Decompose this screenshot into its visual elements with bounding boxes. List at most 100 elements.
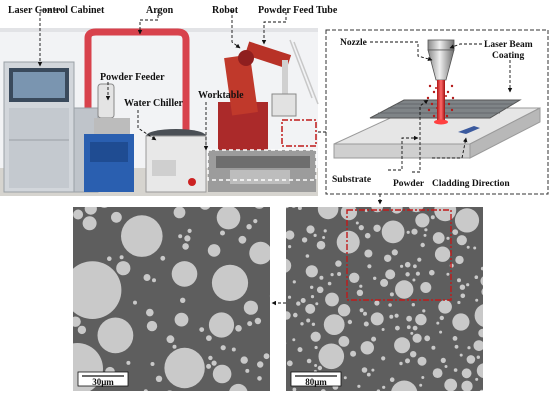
powder-particle [180, 297, 186, 303]
powder-particle [143, 274, 151, 281]
powder-particle [73, 209, 84, 220]
powder-particle [419, 383, 423, 387]
label-laser-beam: Laser Beam [484, 40, 533, 50]
powder-particle [364, 209, 368, 213]
powder-particle [245, 368, 250, 373]
powder-particle [474, 304, 483, 327]
powder-particle [323, 229, 327, 233]
powder-particle [292, 387, 297, 391]
powder-particle [478, 328, 483, 338]
powder-particle [432, 368, 443, 378]
powder-particle [101, 207, 108, 208]
powder-particle [263, 353, 270, 360]
powder-particle [415, 213, 430, 228]
powder-particle [357, 384, 361, 388]
powder-particle [415, 313, 427, 326]
powder-particle [454, 344, 459, 349]
powder-particle [311, 322, 316, 326]
powder-particle [82, 216, 97, 231]
powder-particle [439, 330, 443, 334]
powder-particle [121, 215, 163, 257]
powder-particle [374, 300, 380, 306]
powder-particle [459, 284, 466, 290]
powder-particle [399, 361, 403, 366]
powder-particle [116, 261, 131, 276]
powder-particle [454, 208, 480, 233]
powder-particle [470, 201, 473, 204]
argon-pipe [84, 28, 190, 140]
powder-particle [107, 256, 112, 262]
powder-particle [305, 265, 318, 278]
water-chiller [145, 129, 207, 193]
powder-particle [411, 303, 415, 307]
powder-particle [229, 383, 248, 391]
powder-particle [371, 336, 377, 342]
powder-particle [412, 325, 418, 331]
powder-particle [335, 260, 342, 267]
powder-particle [357, 201, 362, 206]
powder-particle [286, 360, 293, 367]
powder-particle [479, 389, 483, 391]
label-cladding-direction: Cladding Direction [432, 179, 510, 189]
powder-particle [389, 314, 394, 319]
powder-particle [119, 255, 124, 260]
powder-particle [338, 336, 350, 347]
powder-particle [355, 221, 359, 225]
powder-particle [460, 293, 466, 299]
powder-particle [453, 368, 458, 372]
powder-particle [406, 325, 411, 330]
label-robot: Robot [212, 5, 239, 16]
powder-particle [462, 207, 464, 208]
powder-particle [211, 360, 217, 366]
powder-particle [394, 313, 399, 318]
powder-particle [452, 336, 458, 341]
powder-particle [395, 280, 414, 299]
label-laser-control-cabinet: Laser Control Cabinet [8, 5, 105, 16]
powder-particle [417, 356, 427, 366]
powder-particle [373, 276, 377, 280]
powder-particle [330, 273, 334, 277]
powder-particle [318, 343, 345, 370]
powder-particle [405, 272, 410, 277]
powder-particle [291, 207, 296, 208]
powder-particle [167, 390, 173, 391]
powder-particle [327, 281, 332, 286]
powder-particle [317, 365, 323, 371]
powder-particle [296, 301, 301, 306]
powder-particle [347, 319, 353, 325]
powder-particle [446, 236, 450, 240]
micrograph-left: 30μm [73, 207, 270, 391]
powder-particle [200, 207, 211, 210]
powder-particle [466, 355, 476, 364]
powder-particle [187, 228, 192, 233]
powder-particle [301, 237, 308, 243]
powder-particle [400, 264, 404, 268]
powder-particle [305, 303, 316, 314]
powder-particle [286, 207, 289, 209]
powder-particle [410, 351, 417, 358]
powder-particle [220, 230, 225, 236]
powder-particle [436, 321, 440, 325]
powder-particle [133, 300, 137, 305]
powder-particle [212, 364, 232, 384]
powder-particle [432, 232, 445, 244]
powder-particle [249, 241, 270, 265]
powder-particle [336, 230, 360, 254]
powder-particle [220, 345, 226, 351]
powder-particle [257, 361, 264, 368]
powder-particle [310, 295, 315, 299]
powder-particle [231, 347, 236, 352]
powder-particle [216, 207, 241, 230]
powder-particle [254, 207, 264, 209]
powder-particle [146, 308, 154, 317]
powder-particle [371, 207, 384, 213]
powder-particle [314, 345, 318, 350]
powder-particle [476, 355, 480, 359]
powder-particle [288, 245, 292, 249]
powder-particle [278, 361, 282, 365]
powder-particle [466, 245, 470, 249]
powder-particle [292, 280, 296, 284]
powder-particle [370, 312, 384, 326]
micrograph-highlight-box [346, 209, 452, 301]
powder-particle [467, 346, 471, 350]
